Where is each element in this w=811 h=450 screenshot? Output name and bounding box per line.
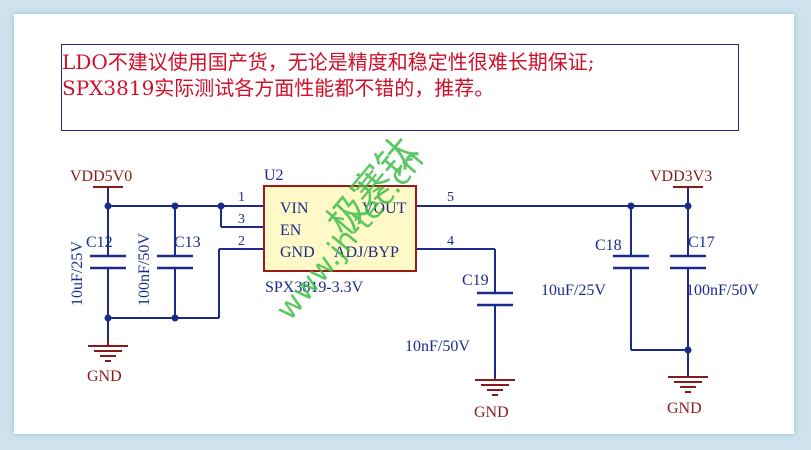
c19-ref: C19 [462, 272, 489, 289]
net-label-vdd5v0: VDD5V0 [70, 168, 132, 185]
c12-ref: C12 [86, 234, 113, 251]
wires [107, 187, 689, 378]
pin-number-4: 4 [447, 234, 454, 249]
pin-number-2: 2 [238, 234, 245, 249]
c18-ref: C18 [595, 237, 622, 254]
c17-value: 100nF/50V [686, 282, 759, 299]
pin-number-1: 1 [238, 190, 245, 205]
pin-label-gnd: GND [280, 244, 315, 261]
junction [627, 202, 635, 210]
ic-ref: U2 [264, 167, 284, 184]
pin-label-vin: VIN [280, 200, 309, 217]
labels: VDD5V0 VDD3V3 GND GND GND U2 SPX3819-3.3… [69, 167, 759, 421]
junction [217, 202, 225, 210]
c12-value: 10uF/25V [69, 241, 86, 306]
pin-label-adj: ADJ/BYP [334, 244, 399, 261]
c13-value: 100nF/50V [136, 233, 153, 306]
net-label-gnd-right: GND [667, 400, 702, 417]
ldo-ic-body [263, 185, 417, 272]
net-label-gnd-left: GND [87, 368, 122, 385]
junction [684, 346, 692, 354]
ground-symbols [88, 340, 708, 396]
gnd-symbol-right [668, 375, 708, 393]
junctions [104, 202, 692, 354]
pin-number-3: 3 [238, 212, 245, 227]
pin-label-en: EN [280, 222, 302, 239]
note-line-1: LDO不建议使用国产货，无论是精度和稳定性很难长期保证; [62, 50, 595, 74]
gnd-symbol-left [88, 340, 128, 362]
net-label-vdd3v3: VDD3V3 [650, 168, 712, 185]
c17-ref: C17 [688, 234, 715, 251]
junction [171, 314, 179, 322]
c13-ref: C13 [174, 234, 201, 251]
c19-value: 10nF/50V [405, 338, 470, 355]
note-box: LDO不建议使用国产货，无论是精度和稳定性很难长期保证; SPX3819实际测试… [61, 44, 739, 131]
note-line-2: SPX3819实际测试各方面性能都不错的，推荐。 [62, 76, 495, 100]
c18-value: 10uF/25V [541, 282, 606, 299]
junction [684, 202, 692, 210]
junction [171, 202, 179, 210]
junction [104, 202, 112, 210]
pin-number-5: 5 [447, 190, 454, 205]
junction [104, 314, 112, 322]
ic-part-number: SPX3819-3.3V [265, 279, 364, 296]
net-label-gnd-mid: GND [474, 404, 509, 421]
pin-label-vout: VOUT [362, 200, 407, 217]
gnd-symbol-mid [475, 378, 515, 396]
capacitor-symbols [90, 254, 706, 307]
